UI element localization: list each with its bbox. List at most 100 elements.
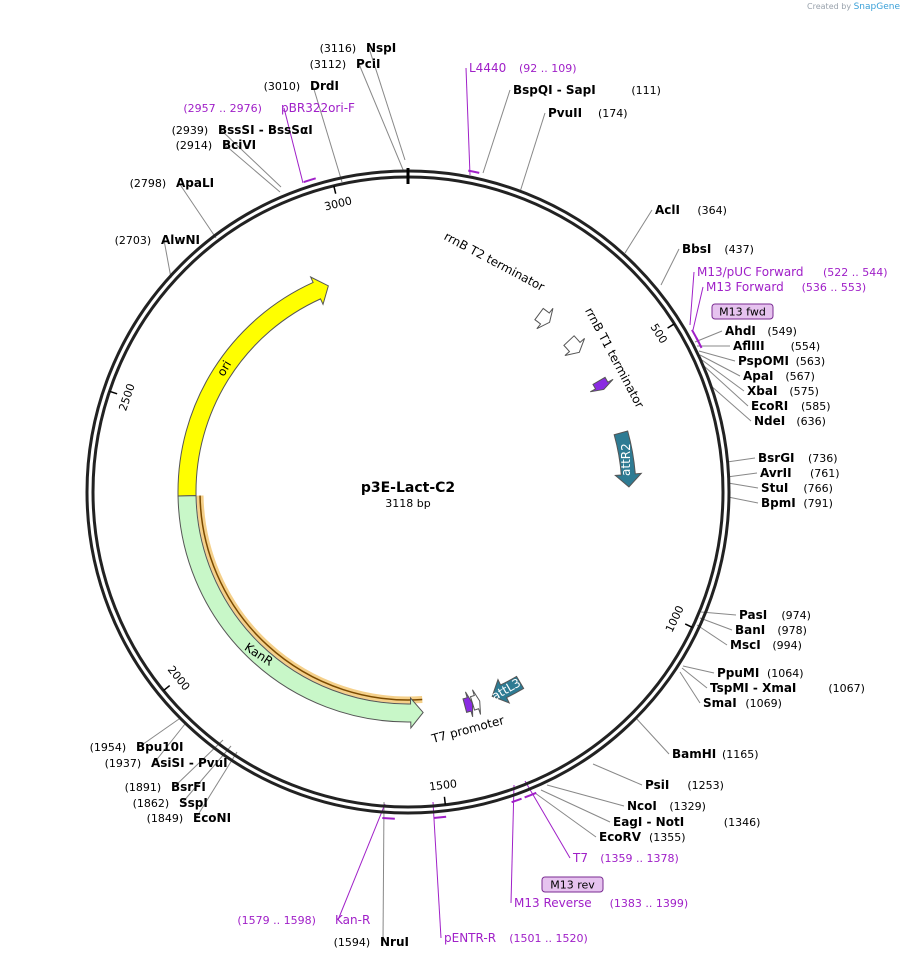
tick-label: 2500: [116, 382, 137, 413]
leader-line: [312, 85, 343, 183]
label-m13puc: M13/pUC Forward (522 .. 544): [697, 265, 888, 279]
leader-line: [692, 286, 704, 331]
label-nrui: NruI(1594): [334, 935, 409, 949]
site-name: PsiI: [645, 778, 669, 792]
label-acli: AclI(364): [655, 203, 727, 217]
feature-attl3: attL3: [489, 675, 525, 704]
site-name: AvrII: [760, 466, 792, 480]
site-location: (1501 .. 1520): [509, 932, 588, 945]
feature-shape: [491, 675, 525, 704]
tick-label: 1000: [663, 604, 687, 635]
site-location: (111): [631, 84, 661, 97]
site-name: AflIII: [733, 339, 765, 353]
leader-line: [727, 482, 759, 489]
plasmid-name: p3E-Lact-C2: [361, 480, 455, 496]
label-bpu10i: Bpu10I(1954): [90, 740, 184, 754]
site-location: (364): [697, 204, 727, 217]
site-location: (1064): [767, 667, 804, 680]
leader-line: [368, 47, 406, 161]
leader-line: [220, 129, 282, 188]
site-location: (1359 .. 1378): [600, 852, 679, 865]
label-ecori: EcoRI(585): [751, 399, 831, 413]
label-pvuii: PvuII(174): [548, 106, 628, 120]
leader-line: [703, 365, 749, 407]
label-drdI: DrdI(3010): [264, 79, 339, 93]
site-location: (536 .. 553): [802, 281, 867, 294]
leader-line: [534, 792, 597, 838]
site-name: PvuII: [548, 106, 582, 120]
site-location: (1594): [334, 936, 371, 949]
label-tspmi: TspMI - XmaI (1067): [710, 681, 865, 695]
m13fwd-badge: M13 fwd: [711, 303, 774, 320]
site-location: (791): [803, 497, 833, 510]
site-name: NcoI: [627, 799, 657, 813]
label-sspi: SspI(1862): [133, 796, 208, 810]
site-location: (549): [767, 325, 797, 338]
site-name: EcoNI: [193, 811, 231, 825]
leader-line: [519, 112, 546, 193]
site-name: AsiSI - PvuI: [151, 756, 228, 770]
leader-line: [634, 716, 670, 755]
leader-line: [689, 271, 695, 326]
feature-label-rrnbt2: rrnB T2 terminator: [442, 229, 547, 294]
site-name: BspQI - SapI: [513, 83, 596, 97]
site-name: TspMI - XmaI: [710, 681, 796, 695]
site-location: (978): [777, 624, 807, 637]
site-location: (1067): [828, 682, 865, 695]
site-location: (1954): [90, 741, 127, 754]
primer-arc: [524, 791, 537, 799]
site-name: PasI: [739, 608, 767, 622]
label-ecorv: EcoRV(1355): [599, 830, 686, 844]
site-name: BsrFI: [171, 780, 206, 794]
label-aflIII: AflIII(554): [733, 339, 820, 353]
label-apali: ApaLI(2798): [130, 176, 214, 190]
primer-arc: [695, 337, 703, 349]
feature-shape: [590, 376, 614, 393]
site-name: SspI: [179, 796, 208, 810]
leader-line: [153, 723, 186, 764]
site-name: AlwNI: [161, 233, 200, 247]
site-location: (2914): [176, 139, 213, 152]
feature-label-t7prom: T7 promoter: [429, 713, 506, 746]
site-location: (2939): [172, 124, 209, 137]
site-name: pENTR-R: [444, 931, 496, 945]
tick-mark: [667, 323, 675, 329]
site-location: (522 .. 544): [823, 266, 888, 279]
leader-line: [195, 751, 238, 819]
label-bani: BanI(978): [735, 623, 807, 637]
label-ppumi: PpuMI(1064): [717, 666, 804, 680]
site-location: (636): [796, 415, 826, 428]
primer-arc: [511, 797, 522, 804]
leader-line: [698, 350, 736, 362]
site-name: M13/pUC Forward: [697, 265, 804, 279]
label-bsrgi: BsrGI(736): [758, 451, 838, 465]
feature-m13fwdfeat: [590, 376, 614, 393]
site-location: (1891): [125, 781, 162, 794]
feature-shape: [534, 307, 554, 330]
site-location: (3116): [320, 42, 357, 55]
site-name: Kan-R: [335, 913, 370, 927]
leader-line: [465, 67, 471, 176]
site-name: ApaI: [743, 369, 773, 383]
label-asisi: AsiSI - PvuI(1937): [105, 756, 228, 770]
site-location: (1383 .. 1399): [610, 897, 689, 910]
site-name: NspI: [366, 41, 396, 55]
label-pbr322: pBR322ori-F(2957 .. 2976): [183, 101, 355, 115]
site-location: (2957 .. 2976): [183, 102, 262, 115]
site-name: SmaI: [703, 696, 737, 710]
m13rev-badge: M13 rev: [541, 876, 604, 893]
feature-kanr: KanR: [177, 495, 424, 730]
leader-line: [540, 789, 611, 823]
kanr-primer-line: [199, 495, 423, 701]
tick-mark: [333, 185, 337, 194]
leader-lines: [138, 47, 759, 943]
label-avrii: AvrII(761): [760, 466, 840, 480]
leader-line: [701, 359, 745, 392]
leader-line: [679, 671, 701, 704]
site-location: (2798): [130, 177, 167, 190]
label-pspomi: PspOMI(563): [738, 354, 825, 368]
label-ahdi: AhdI(549): [725, 324, 797, 338]
leader-line: [138, 718, 180, 748]
label-ncoi: NcoI(1329): [627, 799, 706, 813]
feature-rrnbt2: rrnB T2 terminator: [442, 229, 554, 330]
